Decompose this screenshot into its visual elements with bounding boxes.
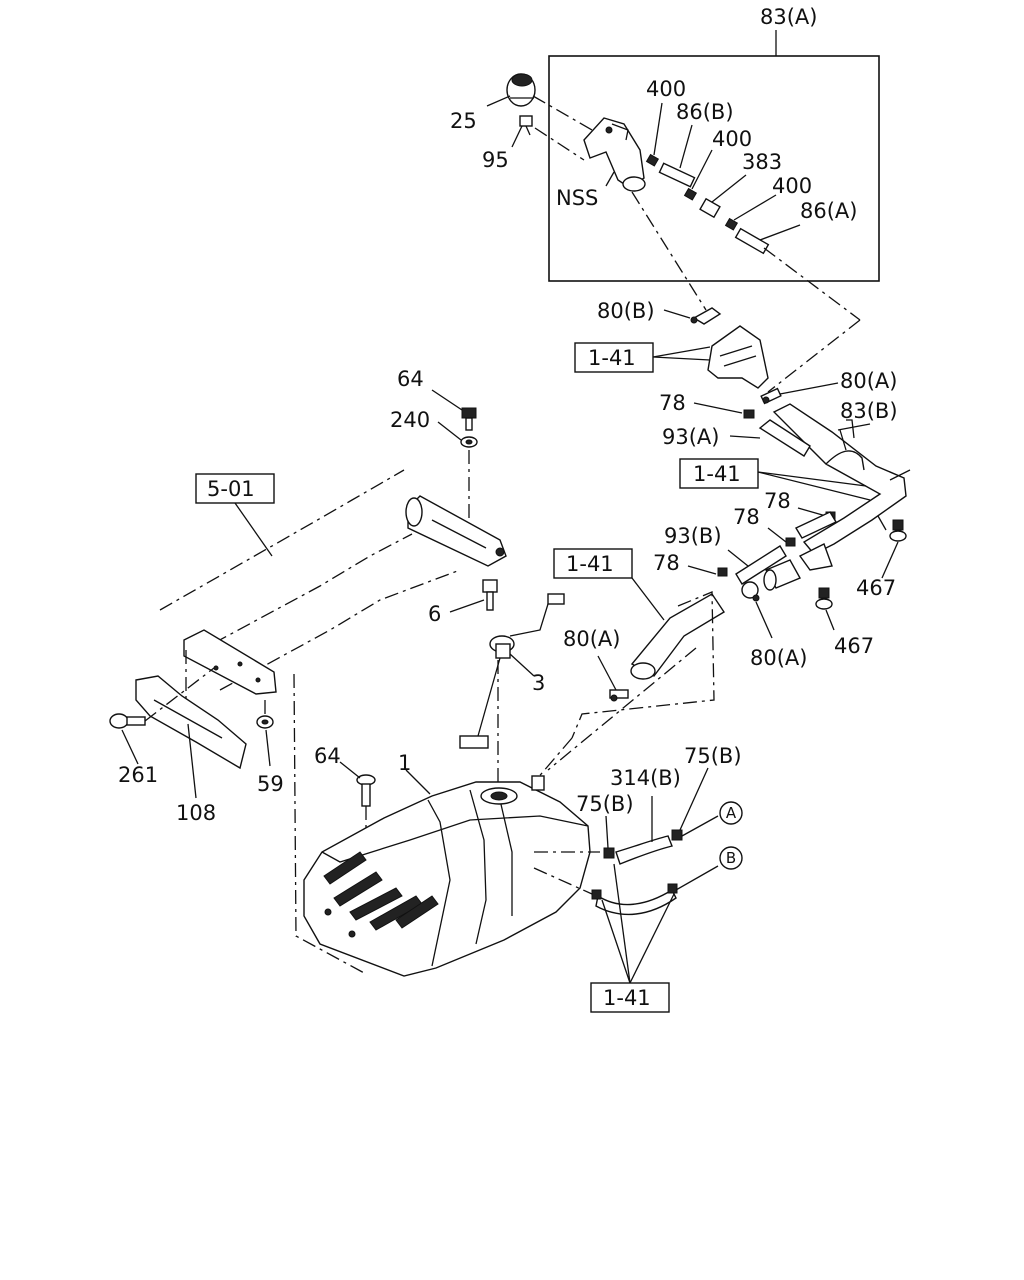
bolt-467-b	[815, 587, 833, 610]
ref-box-1-41-b	[679, 458, 759, 489]
callout-75b-b: 75(B)	[576, 792, 634, 816]
callout-83b: 83(B)	[840, 399, 898, 423]
filler-pipe-83b	[772, 403, 911, 555]
clip-400-b	[683, 187, 698, 201]
clip-75b-a	[671, 829, 683, 841]
callout-86b: 86(B)	[676, 100, 734, 124]
callout-80a-top: 80(A)	[840, 369, 897, 393]
hose-93a	[758, 419, 811, 457]
callout-78-c: 78	[733, 505, 760, 529]
clamp-80b	[690, 307, 722, 325]
fuel-cap-25	[506, 73, 536, 107]
callout-400-c: 400	[772, 174, 812, 198]
svg-text:B: B	[726, 849, 736, 867]
filler-hose-main	[630, 593, 725, 680]
callout-80b: 80(B)	[597, 299, 655, 323]
ref-label-1-41-b: 1-41	[693, 462, 741, 486]
washer-240	[460, 436, 478, 448]
callout-80a-mid: 80(A)	[750, 646, 807, 670]
callout-6: 6	[428, 602, 441, 626]
callout-467-b: 467	[834, 634, 874, 658]
callout-64-lower: 64	[314, 744, 341, 768]
ref-box-1-41-c	[553, 548, 633, 579]
ref-label-1-41-a: 1-41	[588, 346, 636, 370]
hose-93b	[735, 511, 837, 585]
bolt-6	[482, 579, 498, 611]
bolt-64-lower	[356, 774, 376, 807]
ref-label-1-41-c: 1-41	[566, 552, 614, 576]
clamp-80a-mid	[741, 581, 760, 602]
connector-b: B	[719, 846, 743, 870]
clip-400-c	[724, 217, 739, 231]
hose-86a	[734, 227, 770, 255]
bolt-467-a	[889, 519, 907, 542]
ref-label-1-41-d: 1-41	[603, 986, 651, 1010]
hose-314b	[615, 835, 673, 865]
callout-64-top: 64	[397, 367, 424, 391]
callout-93b: 93(B)	[664, 524, 722, 548]
bolt-64-top	[461, 407, 477, 431]
callout-78-a: 78	[659, 391, 686, 415]
clip-78-a	[743, 409, 755, 419]
frame-rail-5-01	[159, 469, 507, 691]
clamp-80a-top	[760, 387, 782, 405]
callout-nss: NSS	[556, 186, 598, 210]
callout-240: 240	[390, 408, 430, 432]
filler-neck-nss	[583, 117, 646, 192]
callout-78-d: 78	[653, 551, 680, 575]
svg-text:A: A	[726, 804, 737, 822]
screw-95	[519, 115, 533, 136]
callout-75b-a: 75(B)	[684, 744, 742, 768]
fuel-sender-3	[489, 593, 565, 659]
callout-467-a: 467	[856, 576, 896, 600]
callout-86a: 86(A)	[800, 199, 857, 223]
callout-314b: 314(B)	[610, 766, 681, 790]
heat-shield-top	[707, 325, 769, 389]
callout-25: 25	[450, 109, 477, 133]
heat-shield-108	[135, 675, 247, 770]
callout-108: 108	[176, 801, 216, 825]
sender-plug	[459, 735, 489, 749]
callout-3: 3	[532, 671, 545, 695]
callout-78-b: 78	[764, 489, 791, 513]
nut-59	[256, 715, 274, 729]
clip-78-c	[785, 537, 796, 547]
callout-59: 59	[257, 772, 284, 796]
callout-83a: 83(A)	[760, 5, 817, 29]
clip-75b-b	[603, 847, 615, 859]
ref-box-1-41-a	[574, 342, 654, 373]
callout-383: 383	[742, 150, 782, 174]
callout-261: 261	[118, 763, 158, 787]
connector-a: A	[719, 801, 743, 825]
clip-78-d	[717, 567, 728, 577]
clip-400-a	[645, 153, 660, 167]
pipe-end-bracket	[763, 543, 833, 591]
callout-93a: 93(A)	[662, 425, 719, 449]
callout-1: 1	[398, 751, 411, 775]
callout-80a-low: 80(A)	[563, 627, 620, 651]
valve-383	[699, 197, 721, 219]
bolt-261	[109, 713, 146, 729]
callout-95: 95	[482, 148, 509, 172]
hose-86b	[658, 162, 696, 188]
callout-400-b: 400	[712, 127, 752, 151]
ref-label-5-01: 5-01	[207, 477, 255, 501]
inset-box-83a	[548, 55, 880, 282]
hose-lower-b	[591, 883, 678, 916]
clamp-80a-low	[609, 689, 629, 702]
fuel-tank-1	[303, 775, 591, 977]
frame-bracket	[183, 629, 277, 695]
callout-400-a: 400	[646, 77, 686, 101]
